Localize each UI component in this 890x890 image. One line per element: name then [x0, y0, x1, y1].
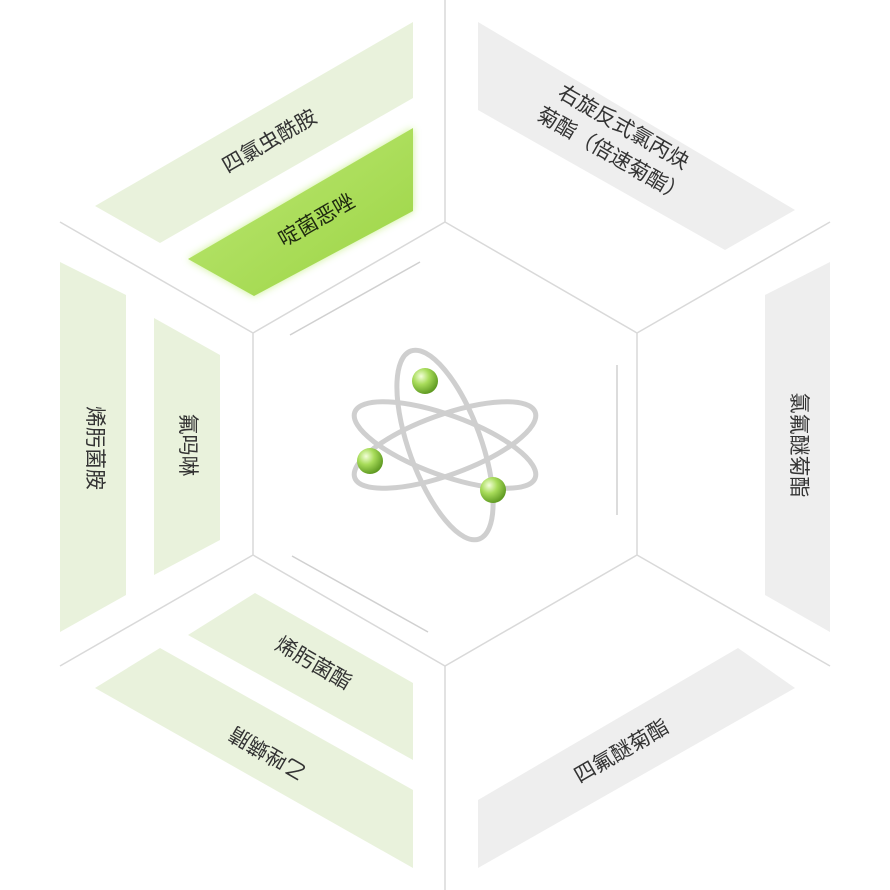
- electron-ball-top: [412, 368, 438, 394]
- electron-ball-right: [480, 477, 506, 503]
- atom-orbit-vertical: [394, 347, 496, 543]
- divider-top-right: [636, 221, 831, 334]
- atom-orbit-upper: [351, 399, 539, 491]
- sector-top-left: 四氯虫酰胺 啶菌恶唑: [95, 22, 413, 296]
- atom-orbit-lower: [351, 399, 539, 491]
- label-sector-5-item-1: 氟吗啉: [176, 414, 200, 477]
- divider-top-left: [59, 221, 254, 334]
- inner-accent-lines: [289, 261, 618, 633]
- label-sector-5-item-0: 烯肟菌胺: [83, 406, 107, 490]
- panel-bottom-left-inner[interactable]: [188, 593, 413, 760]
- atom-icon: [351, 347, 539, 543]
- divider-bottom-right: [636, 554, 831, 667]
- panel-bottom-right[interactable]: [478, 648, 795, 868]
- sector-left: 烯肟菌胺 氟吗啉: [60, 262, 220, 632]
- sector-top-right: 右旋反式氯丙炔 菊酯（倍速菊酯）: [478, 22, 795, 250]
- inner-hexagon: [252, 221, 638, 667]
- electron-ball-left: [357, 448, 383, 474]
- panel-right[interactable]: [765, 262, 830, 632]
- divider-lines: [59, 0, 831, 890]
- panel-left-outer[interactable]: [60, 262, 126, 632]
- panel-left-inner[interactable]: [154, 318, 220, 575]
- accent-line-bottom-left: [291, 555, 429, 633]
- accent-line-top-left: [289, 261, 421, 336]
- panel-top-left-outer[interactable]: [95, 22, 413, 243]
- divider-bottom-left: [59, 554, 254, 667]
- panel-top-left-selected[interactable]: [188, 128, 413, 296]
- panel-bottom-left-outer[interactable]: [95, 648, 413, 868]
- sector-right: 氯氟醚菊酯: [765, 262, 830, 632]
- sector-bottom-right: 四氟醚菊酯: [478, 648, 795, 868]
- label-sector-2-item-0: 氯氟醚菊酯: [787, 393, 811, 498]
- sector-bottom-left: 烯肟菌酯 乙唑螨腈: [95, 593, 413, 868]
- panel-top-right[interactable]: [478, 22, 795, 250]
